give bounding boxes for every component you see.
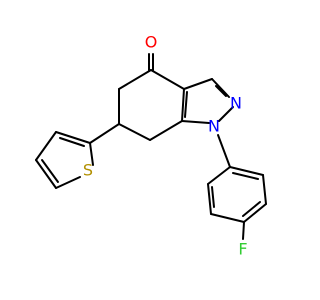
pyrazole-bond	[211, 78, 230, 98]
thiophene-bond	[35, 159, 57, 189]
aryl-ring-double-bond	[232, 172, 259, 180]
thiophene-bond	[55, 131, 91, 144]
ring-bond	[118, 69, 152, 90]
aryl-ring-bond	[229, 166, 264, 176]
aryl-link-bond	[217, 134, 231, 168]
fluorine-bond	[242, 221, 245, 240]
sulfur-atom-label: S	[83, 161, 93, 180]
oxygen-atom-label: O	[145, 33, 158, 52]
pyrazole-bond	[218, 106, 234, 122]
thiophene-bond	[89, 142, 94, 166]
pyrazole-nitrogen-label: N	[230, 94, 242, 113]
thiophene-link-bond	[89, 123, 120, 144]
pyrazole-double-bond	[215, 85, 227, 97]
aryl-ring-double-bond	[211, 186, 215, 208]
pyrazole-bond	[181, 120, 210, 124]
ring-bond	[149, 120, 183, 141]
thiophene-double-bond	[59, 137, 85, 147]
thiophene-double-bond	[41, 159, 59, 183]
bond-layer	[35, 53, 267, 240]
aryl-ring-bond	[262, 174, 267, 205]
aryl-ring-bond	[243, 203, 267, 223]
thiophene-bond	[55, 176, 81, 189]
ring-bond	[118, 123, 151, 141]
thiophene-bond	[35, 131, 57, 161]
aryl-ring-bond	[210, 213, 245, 223]
pyrazole-bond	[183, 78, 213, 90]
aryl-ring-bond	[207, 183, 212, 215]
substituted-nitrogen-label: N	[208, 117, 220, 136]
ring-bond	[181, 88, 185, 122]
ring-bond	[150, 69, 185, 90]
pyrazole-inner-double-bond	[184, 91, 188, 118]
aryl-ring-double-bond	[242, 201, 261, 217]
molecule-diagram: O N N S F	[35, 33, 267, 259]
structure-canvas: O N N S F	[35, 32, 267, 259]
fluorine-atom-label: F	[238, 240, 247, 259]
aryl-ring-bond	[207, 166, 231, 185]
atom-label-layer: O N N S F	[83, 33, 248, 259]
